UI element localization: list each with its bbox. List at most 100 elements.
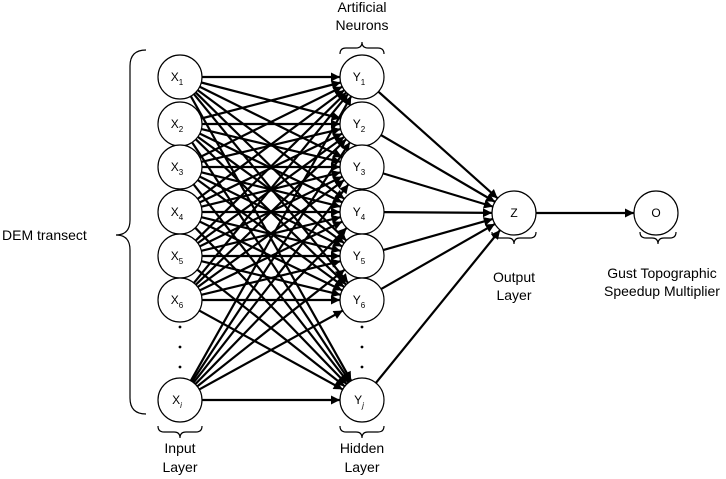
edge-x6-y2-head bbox=[339, 184, 349, 195]
artificial-neurons-label-line1: Artificial bbox=[337, 0, 386, 15]
input-layer-label-line1: Input bbox=[164, 440, 195, 456]
output-layer-brace bbox=[491, 231, 537, 245]
edge-y0-z bbox=[377, 90, 499, 200]
edge-y3-z-head bbox=[482, 208, 493, 218]
input-node-5-circle bbox=[157, 233, 203, 279]
edge-y2-z-head bbox=[483, 199, 493, 209]
edge-x2-y0-head bbox=[332, 86, 343, 95]
edge-x4-y0 bbox=[194, 91, 348, 242]
edge-x6-y4-head bbox=[334, 269, 345, 279]
edge-x6-y0-head bbox=[342, 96, 352, 107]
input-layer-label-line2: Layer bbox=[162, 459, 197, 475]
dem-transect-label: DEM transect bbox=[2, 227, 87, 243]
hidden-node-3-label: Y3 bbox=[353, 160, 366, 177]
hidden-node-1-circle bbox=[339, 54, 385, 100]
edge-x5-y5-head bbox=[331, 295, 340, 305]
edge-x5-y2-head bbox=[334, 179, 345, 189]
hidden-node-4-label: Y4 bbox=[353, 205, 366, 222]
edge-x6-y2 bbox=[192, 183, 350, 384]
hidden-node-2-label: Y2 bbox=[353, 117, 366, 134]
edge-x0-y0-head bbox=[331, 72, 340, 82]
input-node-6-label: X6 bbox=[171, 293, 184, 310]
hidden-layer-label-line2: Layer bbox=[344, 459, 379, 475]
connections bbox=[189, 72, 634, 405]
output-node-z: Z bbox=[491, 190, 537, 236]
edge-z-o-head bbox=[625, 208, 634, 218]
output-layer-label-line2: Layer bbox=[496, 287, 531, 303]
input-node-1-circle bbox=[157, 54, 203, 100]
input-node-i-label: Xi bbox=[172, 393, 182, 410]
edge-y1-z bbox=[380, 134, 496, 203]
edge-x5-y3-head bbox=[332, 221, 343, 230]
input-node-i-circle bbox=[157, 377, 203, 423]
input-node-i: Xi bbox=[157, 377, 203, 423]
edge-x6-y3-head bbox=[337, 227, 347, 238]
final-output-node-o: O bbox=[633, 190, 679, 236]
edge-x4-y1-head bbox=[334, 136, 345, 146]
edge-x4-y2-head bbox=[332, 176, 343, 185]
edge-y5-z-head bbox=[484, 223, 495, 233]
edge-y1-z-head bbox=[484, 193, 496, 202]
edge-x4-y5-head bbox=[330, 288, 341, 298]
input-node-4: X4 bbox=[157, 189, 203, 235]
hidden-node-j-circle bbox=[339, 377, 385, 423]
input-node-2: X2 bbox=[157, 101, 203, 147]
edge-y2-z bbox=[382, 172, 494, 208]
final-output-label-line2: Speedup Multiplier bbox=[604, 283, 720, 299]
input-layer-brace bbox=[157, 425, 203, 439]
hidden-node-j: Yj bbox=[339, 377, 385, 423]
input-node-1-label: X1 bbox=[171, 70, 184, 87]
edge-x6-y5-head bbox=[332, 310, 343, 319]
edge-y6-z bbox=[375, 229, 501, 384]
hidden-layer-label-line1: Hidden bbox=[340, 440, 384, 456]
edge-x5-y1-head bbox=[336, 139, 347, 149]
edge-x3-y4-head bbox=[330, 244, 341, 254]
input-node-3-circle bbox=[157, 144, 203, 190]
edge-x6-y5 bbox=[198, 309, 344, 391]
edge-x5-y4-head bbox=[330, 258, 341, 268]
hidden-node-1: Y1 bbox=[339, 54, 385, 100]
hidden-layer-brace bbox=[339, 425, 385, 439]
hidden-ellipsis bbox=[360, 325, 364, 369]
input-node-5-label: X5 bbox=[171, 249, 184, 266]
hidden-node-j-label: Yj bbox=[354, 393, 364, 410]
edge-x2-y0 bbox=[199, 85, 343, 159]
edge-x3-y3-head bbox=[331, 207, 340, 217]
final-output-node-o-circle bbox=[633, 190, 679, 236]
edge-x3-y6-head bbox=[337, 374, 347, 385]
hidden-node-4-circle bbox=[339, 189, 385, 235]
dem-transect-brace bbox=[115, 49, 147, 415]
edge-x5-y1 bbox=[195, 138, 347, 286]
edge-x6-y4 bbox=[196, 268, 346, 388]
input-node-2-circle bbox=[157, 101, 203, 147]
edge-y4-z bbox=[382, 217, 494, 252]
edge-y3-z bbox=[383, 211, 493, 214]
edge-x3-y0-head bbox=[334, 90, 345, 100]
hidden-node-5-label: Y5 bbox=[353, 249, 366, 266]
edge-x6-y1 bbox=[191, 141, 351, 383]
edge-x3-y0 bbox=[197, 89, 345, 200]
input-node-1: X1 bbox=[157, 54, 203, 100]
edge-x4-y4-head bbox=[331, 251, 340, 261]
hidden-node-6-label: Y6 bbox=[353, 293, 366, 310]
hidden-node-3-circle bbox=[339, 144, 385, 190]
hidden-node-5-circle bbox=[339, 233, 385, 279]
artificial-neurons-brace bbox=[339, 41, 385, 55]
edge-x5-y0 bbox=[193, 93, 349, 284]
edge-x3-y1-head bbox=[332, 133, 343, 142]
input-node-6-circle bbox=[157, 277, 203, 323]
hidden-node-3: Y3 bbox=[339, 144, 385, 190]
output-layer-label-line1: Output bbox=[493, 269, 535, 285]
input-node-5: X5 bbox=[157, 233, 203, 279]
edge-x6-y0 bbox=[189, 95, 353, 382]
edge-y4-z-head bbox=[482, 217, 493, 226]
input-node-3-label: X3 bbox=[171, 160, 184, 177]
edge-x5-y3 bbox=[199, 220, 343, 292]
hidden-node-6: Y6 bbox=[339, 277, 385, 323]
final-output-label-line1: Gust Topographic bbox=[607, 265, 716, 281]
edge-y5-z bbox=[380, 222, 496, 291]
edge-x3-y5-head bbox=[332, 282, 343, 291]
final-output-node-o-label: O bbox=[651, 206, 660, 220]
edge-x5-y4 bbox=[201, 260, 341, 296]
